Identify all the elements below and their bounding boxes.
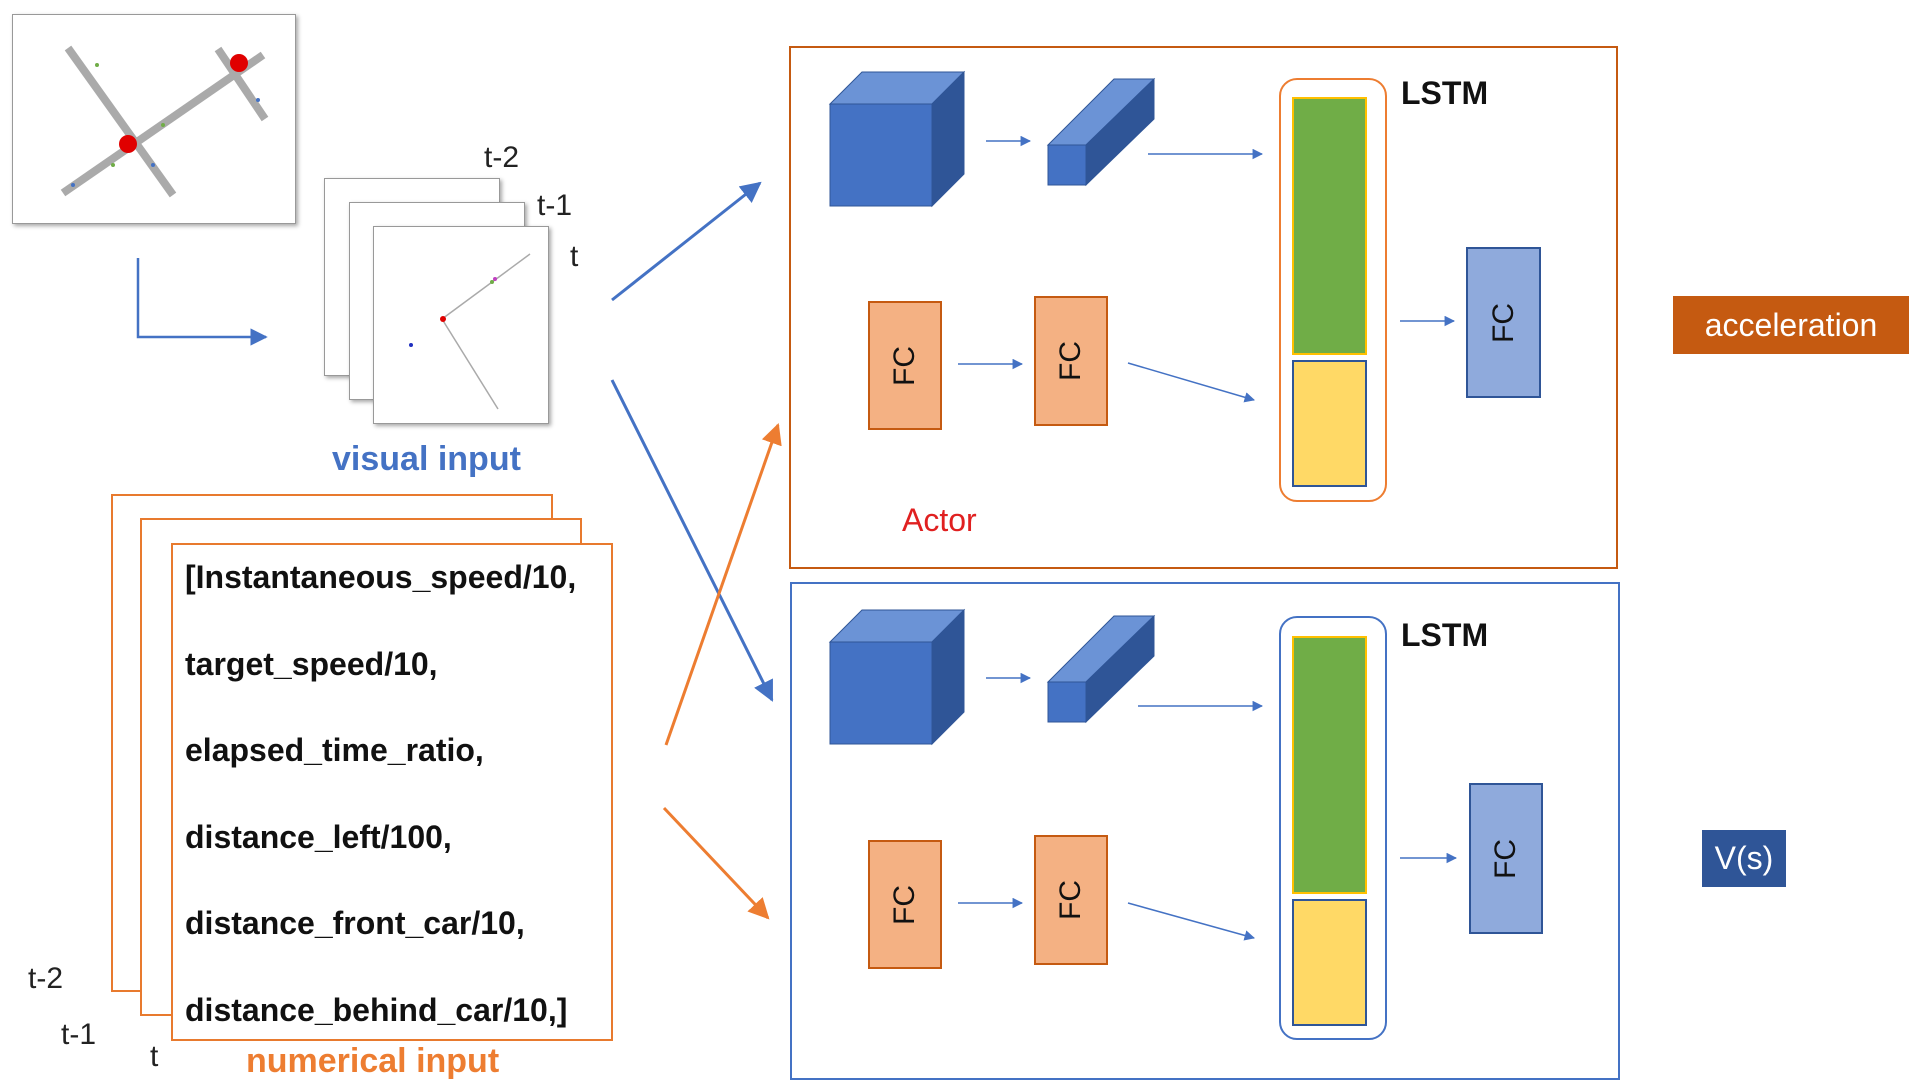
critic-fc-3: FC [1469,783,1543,934]
visual-time-label-t: t [570,240,579,273]
numerical-line-4: distance_left/100, [185,819,452,855]
critic-lstm-container [1279,616,1387,1040]
critic-fc-1-label: FC [888,884,921,925]
actor-fc-2: FC [1034,296,1108,426]
actor-lstm-cell-yellow [1292,360,1367,487]
critic-feature-slab-icon [1046,614,1156,724]
critic-lstm-cell-green [1292,636,1367,894]
actor-lstm-container [1279,78,1387,502]
numerical-time-label-t-2: t-2 [28,962,64,995]
actor-lstm-label: LSTM [1401,75,1489,111]
numerical-line-3: elapsed_time_ratio, [185,732,484,768]
critic-output-value: V(s) [1702,830,1786,887]
critic-panel [790,582,1620,1080]
actor-lstm-cell-green [1292,97,1367,355]
actor-caption: Actor [902,502,977,538]
visual-time-label-t-1: t-1 [537,189,573,222]
actor-panel [789,46,1618,569]
critic-lstm-cell-yellow [1292,899,1367,1026]
visual-input-label: visual input [332,440,521,478]
critic-fc-to-lstm-arrow [1127,902,1256,941]
visual-to-critic-arrow [610,379,774,702]
actor-fc-3: FC [1466,247,1541,398]
numerical-line-2: target_speed/10, [185,646,438,682]
actor-conv-cube-icon [828,70,966,208]
critic-conv-cube-icon [828,608,966,746]
intersection-scene-icon [60,45,269,198]
numerical-line-5: distance_front_car/10, [185,905,525,941]
numerical-time-label-t-1: t-1 [61,1018,97,1051]
numerical-card-t: [Instantaneous_speed/10, target_speed/10… [171,543,613,1041]
scene-to-frames-arrow [136,258,268,346]
numerical-time-label-t: t [150,1040,159,1073]
numerical-to-critic-arrow [662,806,770,920]
actor-fc-2-label: FC [1054,341,1087,381]
scene-thumbnail [12,14,296,224]
critic-fc-3-label: FC [1489,838,1522,879]
critic-fc-1: FC [868,840,942,969]
critic-fc-2: FC [1034,835,1108,965]
visual-frame-t [373,226,549,424]
numerical-line-6: distance_behind_car/10,] [185,992,568,1028]
actor-fc-to-lstm-arrow [1127,362,1256,403]
visual-to-actor-arrow [611,181,762,302]
numerical-input-label: numerical input [246,1042,500,1080]
visual-time-label-t-2: t-2 [484,141,520,174]
actor-fc-3-label: FC [1486,302,1520,343]
numerical-to-actor-arrow [664,423,782,746]
critic-lstm-label: LSTM [1401,617,1489,653]
actor-output-acceleration: acceleration [1673,296,1909,354]
actor-fc-1: FC [868,301,942,430]
critic-fc-2-label: FC [1054,880,1087,920]
frame-scene-icon [409,253,531,410]
actor-feature-slab-icon [1046,77,1156,187]
numerical-line-1: [Instantaneous_speed/10, [185,559,577,595]
actor-fc-1-label: FC [888,345,921,386]
